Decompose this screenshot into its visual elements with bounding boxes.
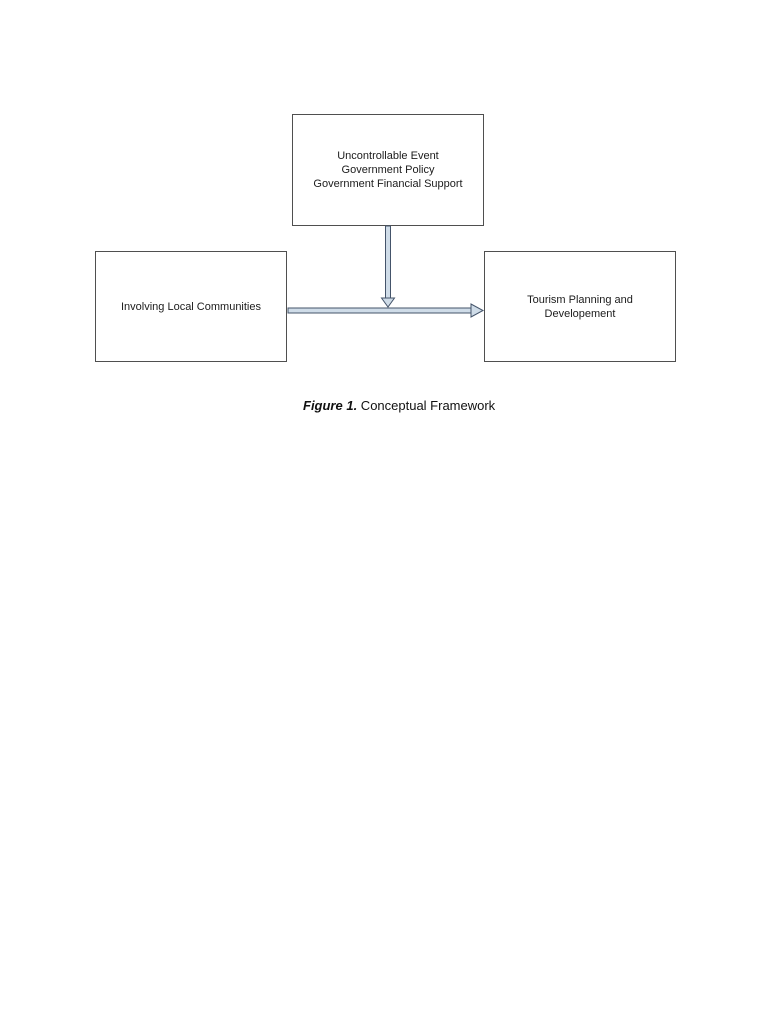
figure-caption: Figure 1. Conceptual Framework — [303, 398, 495, 413]
box-line: Government Financial Support — [313, 178, 463, 190]
box-tourism-planning-development: Tourism Planning and Developement — [484, 251, 676, 362]
box-line: Government Policy — [341, 164, 435, 176]
box-label: Tourism Planning and Developement — [527, 293, 633, 320]
box-line: Uncontrollable Event — [337, 150, 439, 162]
box-government-factors: Uncontrollable Event Government Policy G… — [292, 114, 484, 226]
box-label: Involving Local Communities — [120, 300, 261, 313]
figure-caption-title: Conceptual Framework — [357, 398, 496, 413]
figure-caption-label: Figure 1. — [303, 398, 358, 413]
down-arrow — [380, 225, 396, 308]
right-arrow — [287, 303, 485, 318]
box-involving-local-communities: Involving Local Communities — [95, 251, 287, 362]
